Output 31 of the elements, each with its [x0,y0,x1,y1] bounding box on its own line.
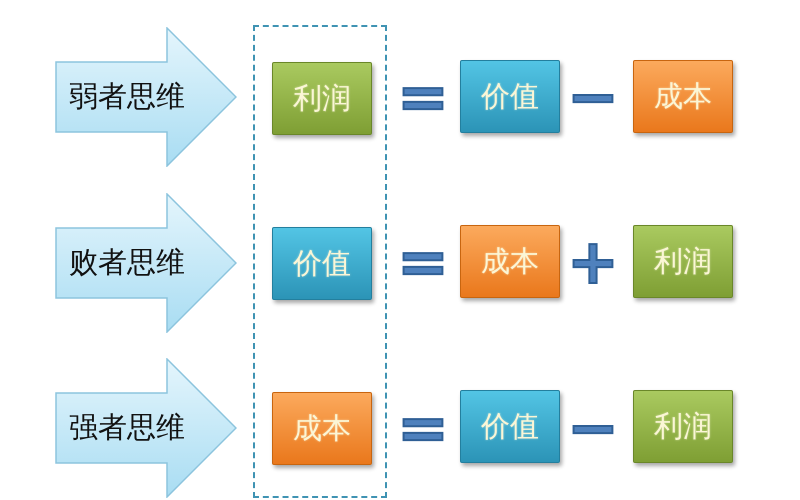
dashed-frame [253,25,387,498]
term-box [633,60,733,133]
math-operator: − [567,403,619,453]
math-operator: = [397,237,449,287]
banner-label: 败者思维 [69,247,185,279]
term-label: 成本 [293,412,351,444]
pointer-banner [55,27,237,167]
math-operator: = [397,403,449,453]
math-operator: + [567,237,619,287]
term-label: 成本 [654,80,712,112]
term-label: 利润 [654,246,712,278]
term-box [460,390,560,463]
math-operator: = [397,72,449,122]
term-box [633,390,733,463]
banner-label: 弱者思维 [69,81,185,113]
term-box [460,225,560,298]
term-label: 价值 [481,80,539,112]
term-box [272,227,372,300]
term-label: 成本 [481,246,539,278]
term-label: 利润 [654,410,712,442]
pointer-banner [55,358,237,498]
banner-label: 强者思维 [69,412,185,444]
term-box [272,392,372,465]
term-label: 利润 [293,82,351,114]
term-label: 价值 [293,248,351,280]
term-box [272,62,372,135]
term-box [460,60,560,133]
term-box [633,225,733,298]
pointer-banner [55,193,237,333]
math-operator: − [567,72,619,122]
term-label: 价值 [481,410,539,442]
